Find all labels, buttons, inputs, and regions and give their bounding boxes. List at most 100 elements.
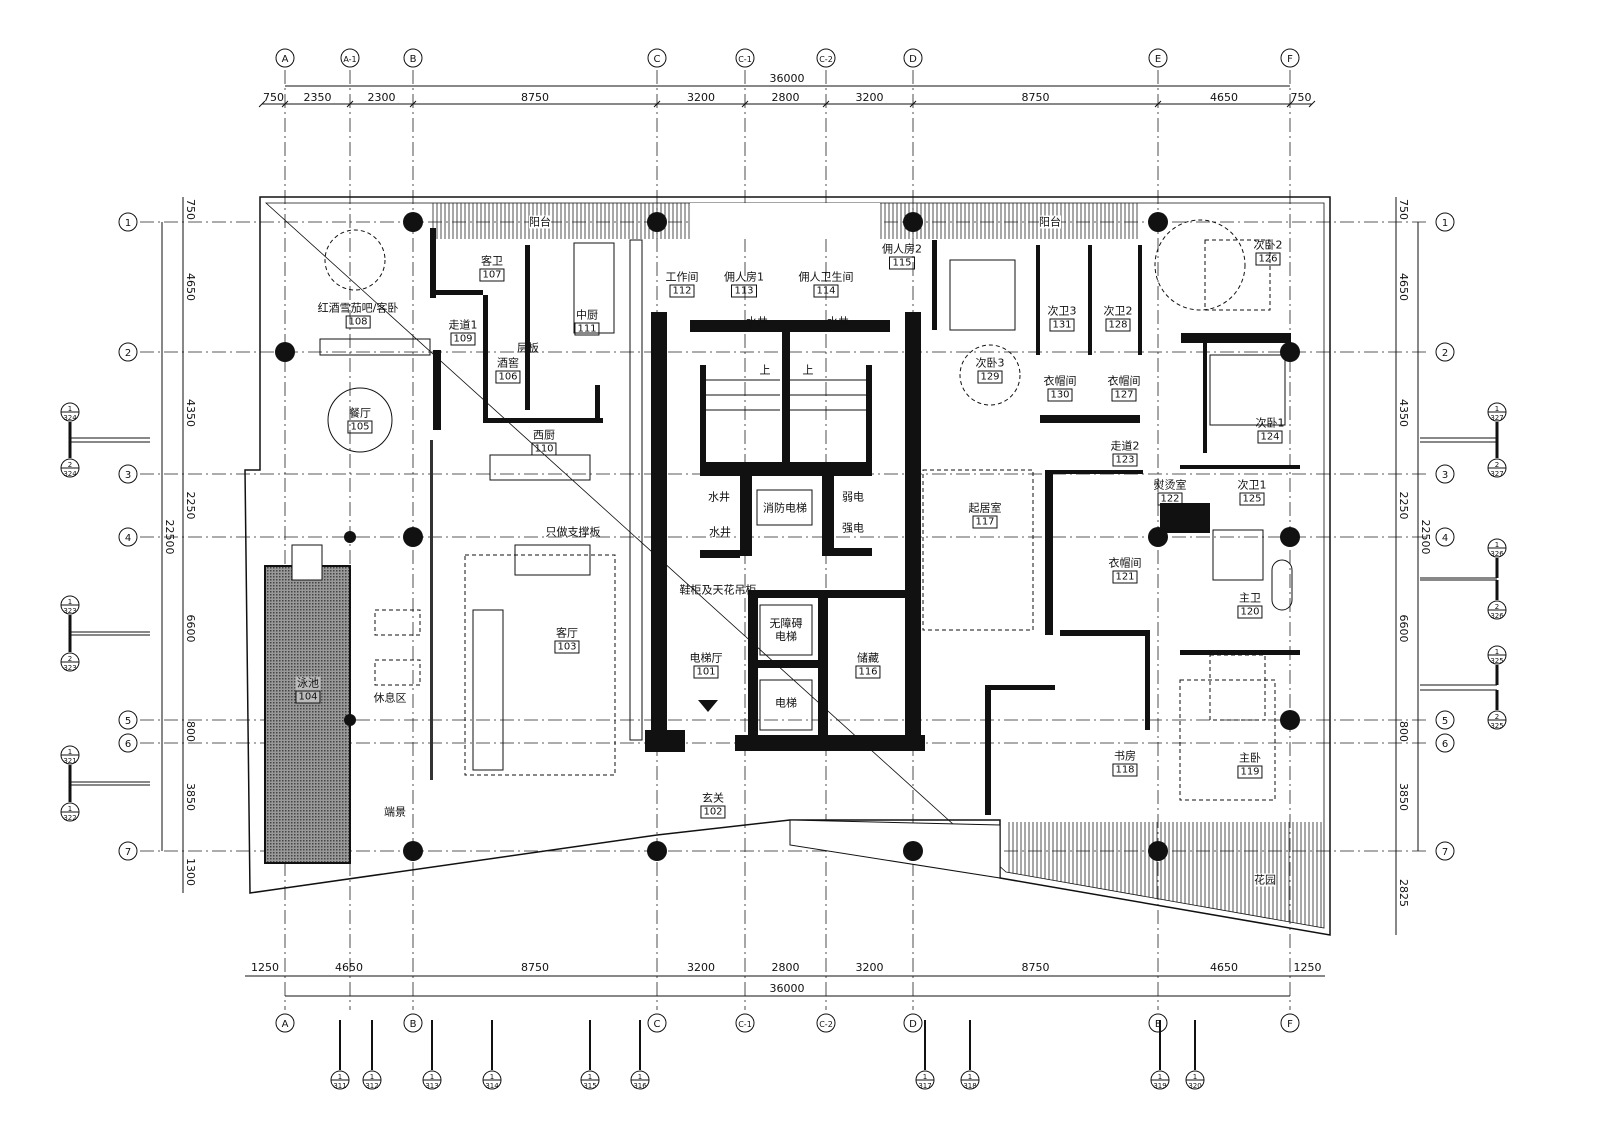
room-number: 131 — [1049, 318, 1075, 332]
dimension-label: 2250 — [184, 492, 197, 520]
dimension-label: 1250 — [1294, 961, 1322, 974]
section-number: 1 — [338, 1073, 342, 1081]
room-name: 佣人房1 — [724, 270, 764, 284]
dimension-label: 750 — [1291, 91, 1312, 104]
axis-label: 7 — [125, 847, 131, 858]
dimension-label: 6600 — [184, 615, 197, 643]
axis-bubble — [1148, 1013, 1168, 1033]
column — [1148, 212, 1168, 232]
dimension-label: 2825 — [1397, 879, 1410, 907]
room-number: 108 — [345, 315, 371, 329]
section-number: 1 — [490, 1073, 494, 1081]
axis-bubble — [1280, 1013, 1300, 1033]
note-strong-current: 强电 — [842, 521, 864, 535]
swimming-pool — [264, 565, 351, 864]
dimension-tick — [822, 100, 830, 108]
section-number: 1 — [68, 598, 72, 606]
column — [1148, 527, 1168, 547]
room-name: 次卧2 — [1253, 238, 1283, 252]
axis-label: F — [1287, 54, 1293, 65]
dimension-label: 1250 — [251, 961, 279, 974]
walls — [430, 228, 1300, 815]
axis-bubble — [1280, 48, 1300, 68]
column — [344, 531, 356, 543]
column — [403, 212, 423, 232]
axis-label: D — [909, 1019, 917, 1030]
axis-bubble — [1435, 841, 1455, 861]
room-name: 次卧3 — [975, 356, 1005, 370]
dimension-label: 800 — [1397, 721, 1410, 742]
section-number: 2 — [1495, 461, 1499, 469]
axis-label: 3 — [125, 470, 131, 481]
room-number: 122 — [1157, 492, 1183, 506]
room-number: 125 — [1239, 492, 1265, 506]
pool-steps — [291, 544, 323, 581]
axis-label: A-1 — [343, 55, 356, 64]
axis-label: E — [1155, 54, 1161, 65]
axis-label: C — [654, 1019, 661, 1030]
room-number: 113 — [731, 284, 757, 298]
dimension-label: 4650 — [335, 961, 363, 974]
note-support-board: 只做支撑板 — [545, 525, 601, 539]
room-name: 餐厅 — [349, 406, 371, 420]
dimension-tick — [1154, 100, 1162, 108]
section-sheet: 321 — [63, 757, 76, 765]
section-number: 1 — [638, 1073, 642, 1081]
room-name: 工作间 — [665, 270, 699, 284]
axis-bubble — [275, 1013, 295, 1033]
section-number: 1 — [430, 1073, 434, 1081]
note-water-shaft: 水井 — [746, 315, 768, 329]
section-number: 1 — [68, 405, 72, 413]
dimension-label: 8750 — [1022, 91, 1050, 104]
note-water-shaft: 水井 — [827, 315, 849, 329]
axis-label: E — [1155, 1019, 1161, 1030]
axis-bubble — [647, 1013, 667, 1033]
axis-bubble — [1435, 527, 1455, 547]
axis-bubble — [903, 48, 923, 68]
room-number: 127 — [1111, 388, 1137, 402]
room-name: 主卧 — [1239, 751, 1261, 765]
section-sheet: 312 — [365, 1082, 378, 1090]
dimension-label: 6600 — [1397, 615, 1410, 643]
note-elevator: 电梯 — [775, 696, 797, 710]
section-number: 1 — [968, 1073, 972, 1081]
dimension-label: 2350 — [304, 91, 332, 104]
axis-label: 1 — [125, 218, 131, 229]
room-name: 中厨 — [576, 308, 598, 322]
room-number: 110 — [531, 442, 557, 456]
column — [647, 841, 667, 861]
entrance-arrow-icon — [698, 700, 718, 712]
axis-label: B — [410, 54, 417, 65]
axis-bubble — [735, 1013, 755, 1033]
room-name: 次卫2 — [1103, 304, 1133, 318]
building-structure — [244, 196, 1331, 936]
axis-label: 4 — [125, 533, 131, 544]
dimension-tick — [281, 100, 289, 108]
room-name: 电梯厅 — [689, 651, 723, 665]
axis-label: 1 — [1442, 218, 1448, 229]
dimension-tick — [346, 100, 354, 108]
axis-label: C — [654, 54, 661, 65]
section-sheet: 317 — [918, 1082, 931, 1090]
dimension-label: 3200 — [856, 961, 884, 974]
note-balcony: 阳台 — [529, 215, 551, 229]
room-name: 衣帽间 — [1107, 374, 1141, 388]
axis-label: B — [410, 1019, 417, 1030]
room-name: 熨烫室 — [1153, 478, 1187, 492]
axis-bubble — [403, 1013, 423, 1033]
